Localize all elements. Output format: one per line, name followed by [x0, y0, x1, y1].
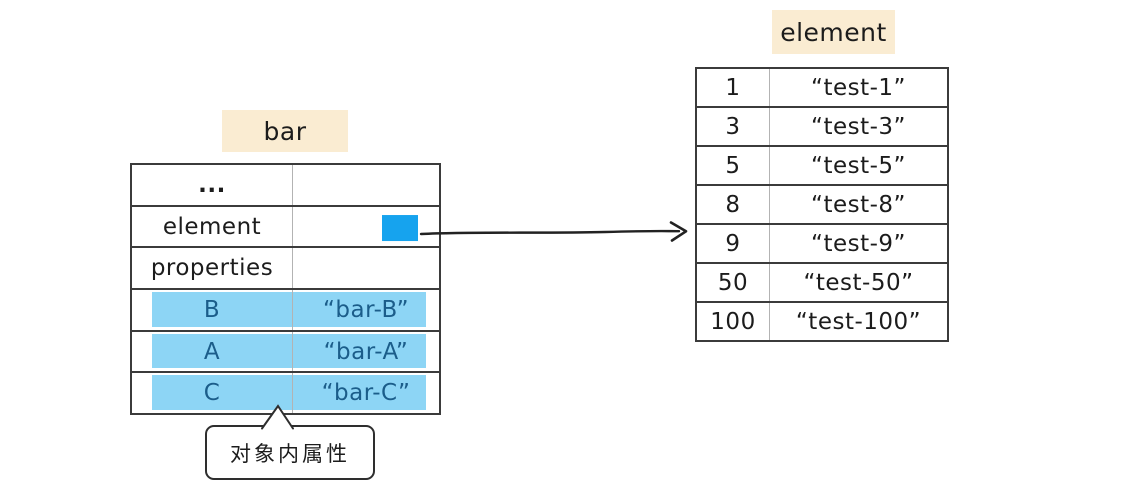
table-row-element: element [132, 204, 439, 247]
table-row: 1 “test-1” [697, 69, 947, 106]
pointer-square [382, 214, 418, 241]
element-table: 1 “test-1” 3 “test-3” 5 “test-5” 8 “test… [695, 67, 949, 342]
table-row-properties: properties [132, 246, 439, 289]
row-value: “bar-C” [321, 380, 411, 407]
element-table-title: element [772, 10, 895, 54]
row-value: “test-8” [811, 191, 906, 218]
row-key: properties [132, 248, 293, 289]
row-key: 9 [697, 225, 770, 262]
row-key: B [132, 290, 293, 330]
table-row: 9 “test-9” [697, 223, 947, 262]
callout-text: 对象内属性 [230, 441, 350, 466]
row-key: 5 [697, 147, 770, 184]
table-row-highlighted: C “bar-C” [132, 371, 439, 414]
element-table-title-label: element [780, 17, 887, 47]
row-key: 1 [697, 69, 770, 106]
row-key: 3 [697, 108, 770, 145]
bar-table-title-label: bar [263, 116, 307, 146]
pointer-arrow [419, 221, 688, 242]
table-row: 8 “test-8” [697, 184, 947, 223]
row-key: 100 [697, 303, 770, 340]
table-row: 50 “test-50” [697, 262, 947, 301]
row-key: C [132, 373, 293, 414]
table-row: ... [132, 165, 439, 205]
row-value: “test-3” [811, 113, 906, 140]
table-row: 3 “test-3” [697, 106, 947, 145]
row-value [293, 248, 439, 288]
row-value: “bar-A” [323, 338, 409, 365]
table-row-highlighted: A “bar-A” [132, 329, 439, 372]
row-key: 50 [697, 264, 770, 301]
row-key: ... [132, 165, 293, 205]
row-key: A [132, 331, 293, 372]
bar-table-title: bar [222, 110, 348, 152]
row-value [293, 165, 439, 205]
row-key: element [132, 206, 293, 247]
row-value: “test-1” [811, 74, 906, 101]
table-row: 100 “test-100” [697, 301, 947, 340]
arrowhead-icon [669, 221, 688, 242]
row-value: “bar-B” [322, 296, 409, 323]
bar-table: ... element properties B “bar-B” A “bar-… [130, 163, 441, 415]
row-value: “test-5” [811, 152, 906, 179]
row-key: 8 [697, 186, 770, 223]
table-row-highlighted: B “bar-B” [132, 288, 439, 330]
table-row: 5 “test-5” [697, 145, 947, 184]
row-value: “test-9” [811, 230, 906, 257]
row-value: “test-100” [795, 308, 922, 335]
row-value: “test-50” [803, 269, 914, 296]
row-value [293, 207, 439, 247]
callout-bubble: 对象内属性 [205, 425, 375, 480]
